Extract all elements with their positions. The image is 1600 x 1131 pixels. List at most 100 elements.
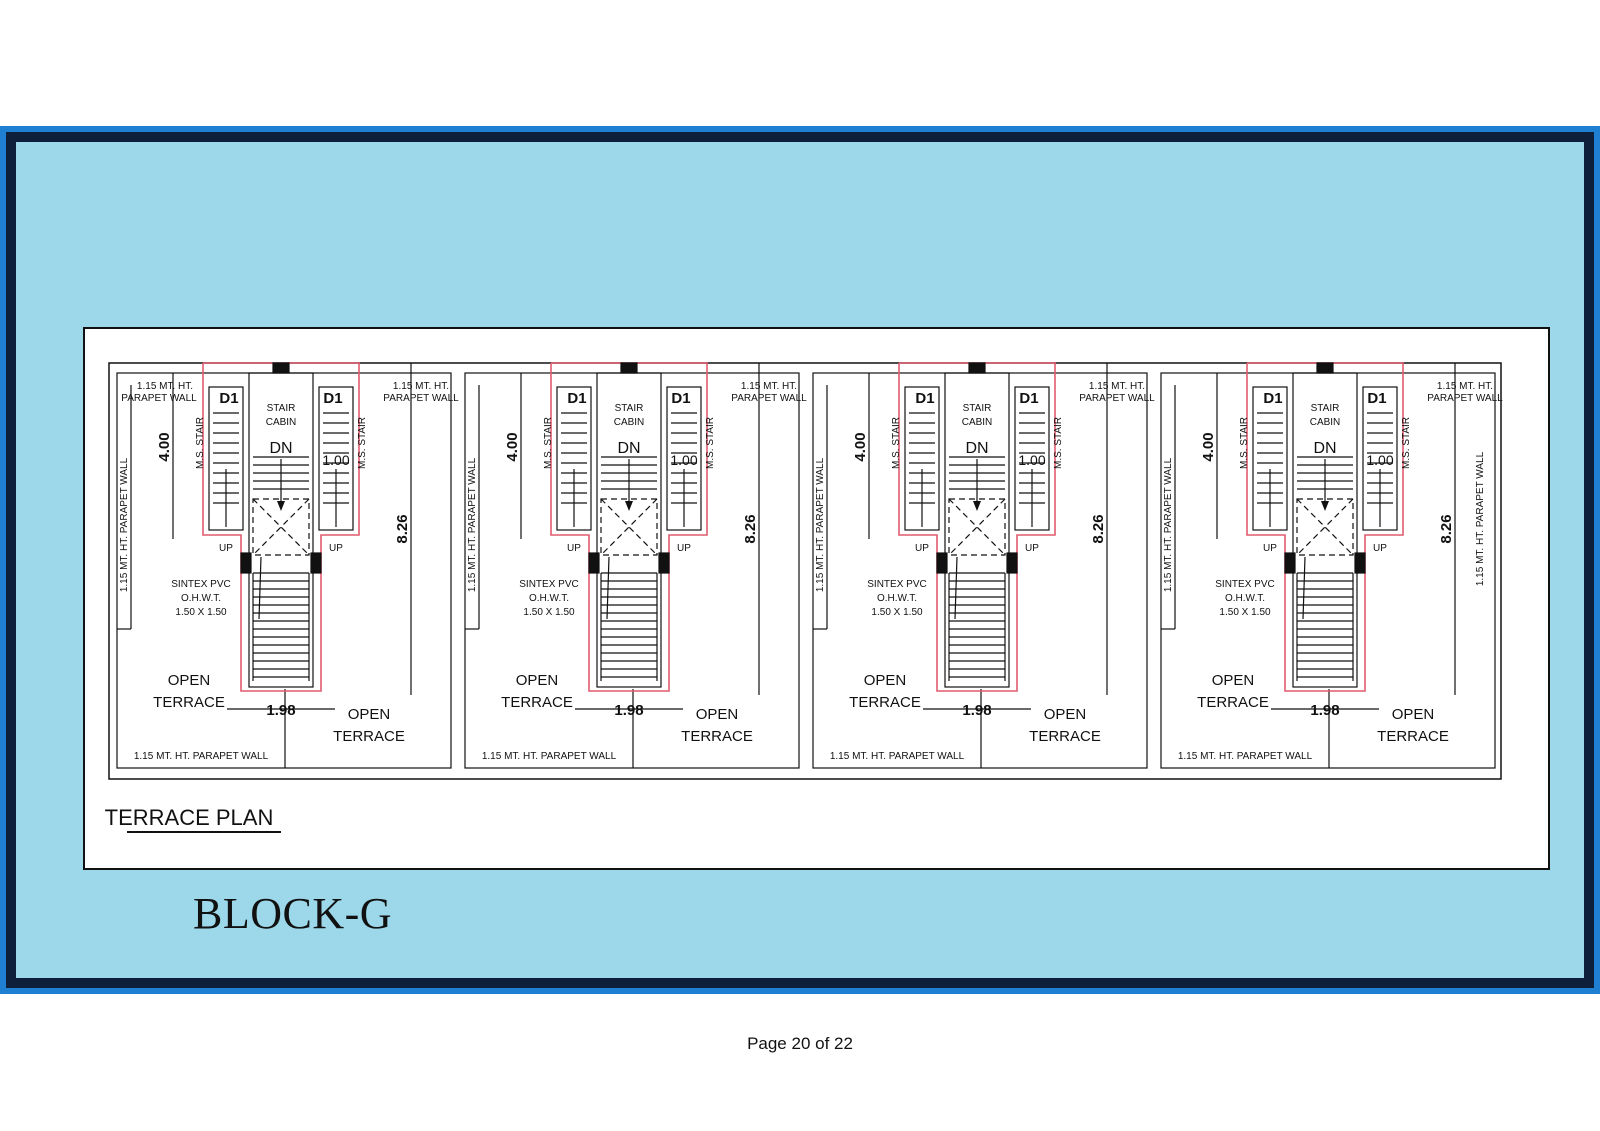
terrace-right-label: TERRACE [333,728,405,745]
stair-cabin-walls [248,372,314,688]
parapet-side-left-label: 1.15 MT. HT. PARAPET WALL [467,457,478,592]
tank-label: 1.50 X 1.50 [523,607,575,618]
ms-stair-right-box [1014,386,1050,531]
terrace-left-label: TERRACE [849,694,921,711]
landing-diagonal [948,498,1006,556]
terrace-left-label: OPEN [1212,672,1255,689]
column-left [1284,552,1296,574]
column-right [658,552,670,574]
up-label-right: UP [329,543,343,554]
stair-block-outline [202,362,360,692]
dn-label: DN [269,440,292,457]
tank-label: 1.50 X 1.50 [175,607,227,618]
terrace-left-label: OPEN [516,672,559,689]
dim-bottom: 1.98 [1310,702,1339,719]
terrace-left-label: OPEN [864,672,907,689]
tank-label: O.H.W.T. [529,593,569,604]
dim-height: 8.26 [1438,514,1455,543]
top-wall-block [1316,362,1334,374]
landing [252,498,310,556]
top-wall-block [272,362,290,374]
parapet-top-right-label: PARAPET WALL [731,393,807,404]
tank-label: 1.50 X 1.50 [1219,607,1271,618]
ms-stair-right-box [318,386,354,531]
parapet-top-left-label: 1.15 MT. HT. [137,381,193,392]
up-label-right: UP [1025,543,1039,554]
landing-diagonal [1296,498,1354,556]
parapet-top-right-label: PARAPET WALL [383,393,459,404]
parapet-top-right-label: 1.15 MT. HT. [741,381,797,392]
cabin-label: STAIR [1311,403,1340,414]
ms-stair-left-box [208,386,244,531]
door-label-right: D1 [671,390,690,407]
ms-stair-label-left: M.S. STAIR [543,417,554,469]
parapet-bottom-label: 1.15 MT. HT. PARAPET WALL [830,751,965,762]
dim-width: 1.00 [322,452,349,468]
tank-label: O.H.W.T. [877,593,917,604]
stair-block-outline [898,362,1056,692]
dn-arrow-head [1321,501,1329,511]
dim-height: 8.26 [742,514,759,543]
cabin-label: CABIN [962,417,993,428]
tank-label: SINTEX PVC [171,579,230,590]
ms-stair-right-box [1362,386,1398,531]
tank-pointer [1302,556,1306,620]
door-label-right: D1 [1019,390,1038,407]
cabin-label: CABIN [266,417,297,428]
tank-label: O.H.W.T. [1225,593,1265,604]
stair-cabin-walls [596,372,662,688]
terrace-right-label: OPEN [696,706,739,723]
parapet-side-left-label: 1.15 MT. HT. PARAPET WALL [119,457,130,592]
landing [1296,498,1354,556]
page-number: Page 20 of 22 [747,1034,853,1053]
dn-arrow-head [973,501,981,511]
dn-label: DN [617,440,640,457]
landing-diagonal [1296,498,1354,556]
terrace-right-label: TERRACE [1377,728,1449,745]
dim-stair-length: 4.00 [1200,432,1217,461]
tank-label: SINTEX PVC [1215,579,1274,590]
parapet-side-right-label: 1.15 MT. HT. PARAPET WALL [1475,451,1486,586]
parapet-bottom-label: 1.15 MT. HT. PARAPET WALL [1178,751,1313,762]
terrace-right-label: TERRACE [681,728,753,745]
ms-stair-right-box [666,386,702,531]
tank-label: 1.50 X 1.50 [871,607,923,618]
landing-diagonal [600,498,658,556]
dim-stair-length: 4.00 [504,432,521,461]
dim-bottom: 1.98 [962,702,991,719]
dim-width: 1.00 [1018,452,1045,468]
door-label-left: D1 [915,390,934,407]
dn-label: DN [1313,440,1336,457]
block-title: BLOCK-G [193,889,393,938]
terrace-right-label: TERRACE [1029,728,1101,745]
dn-arrow-head [277,501,285,511]
terrace-left-label: TERRACE [1197,694,1269,711]
landing-diagonal [948,498,1006,556]
column-right [1354,552,1366,574]
cabin-label: STAIR [963,403,992,414]
parapet-bottom-label: 1.15 MT. HT. PARAPET WALL [134,751,269,762]
parapet-side-left-label: 1.15 MT. HT. PARAPET WALL [815,457,826,592]
up-label-left: UP [219,543,233,554]
plan-title: TERRACE PLAN [105,805,274,830]
terrace-right-label: OPEN [1044,706,1087,723]
parapet-top-right-label: 1.15 MT. HT. [393,381,449,392]
landing [600,498,658,556]
dim-width: 1.00 [670,452,697,468]
ms-stair-label-left: M.S. STAIR [1239,417,1250,469]
ms-stair-left-box [556,386,592,531]
column-right [1006,552,1018,574]
stair-cabin-walls [944,372,1010,688]
stair-cabin-walls [1292,372,1358,688]
dim-bottom: 1.98 [614,702,643,719]
door-label-right: D1 [1367,390,1386,407]
dn-label: DN [965,440,988,457]
terrace-left-label: TERRACE [501,694,573,711]
terrace-left-label: TERRACE [153,694,225,711]
terrace-right-label: OPEN [1392,706,1435,723]
cabin-label: CABIN [614,417,645,428]
cabin-label: STAIR [267,403,296,414]
